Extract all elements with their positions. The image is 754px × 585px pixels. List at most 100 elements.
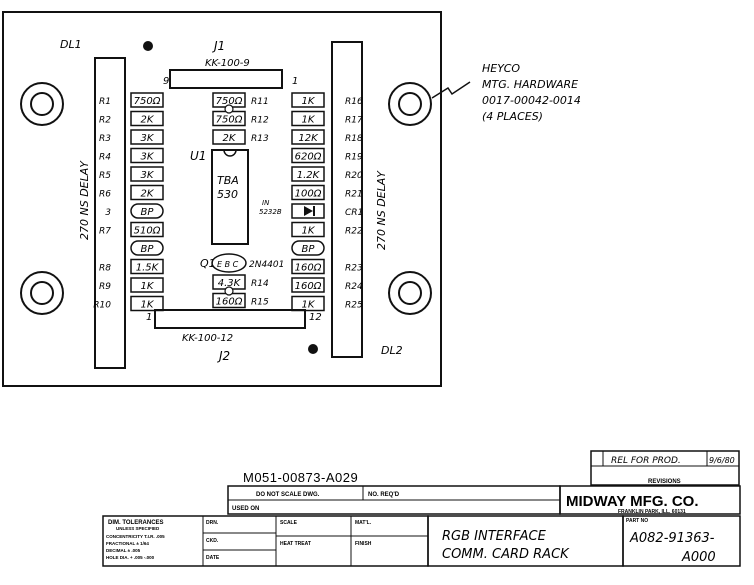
- component-value: 1K: [302, 226, 316, 237]
- finish-label: FINISH: [355, 541, 372, 547]
- component-value: 1K: [141, 300, 155, 311]
- component-value: 750Ω: [216, 96, 243, 107]
- revision-entry: REL FOR PROD.: [611, 456, 681, 466]
- test-point: [224, 286, 234, 296]
- j2-pin-left: 1: [146, 312, 152, 323]
- resistor-outline: [130, 92, 164, 108]
- resistor-outline: [130, 147, 164, 164]
- component-ref: R12: [251, 116, 269, 126]
- resistor-outline: [291, 110, 325, 127]
- component-ref: R17: [345, 116, 363, 126]
- annotation-line-3: 0017-00042-0014: [482, 94, 581, 107]
- fiducial-dot-top: [143, 41, 153, 51]
- component-value: 100Ω: [295, 189, 322, 200]
- component-value: 12K: [298, 133, 319, 144]
- j2-pin-right: 12: [309, 312, 322, 323]
- ckd-label: CKD.: [206, 538, 219, 544]
- component-value: 1K: [302, 300, 316, 311]
- component-ref: R15: [251, 298, 269, 308]
- resistor-outline: [291, 129, 325, 145]
- resistor-outline: [291, 92, 325, 108]
- component-ref: R10: [93, 301, 111, 311]
- component-value: 2K: [141, 115, 155, 126]
- component-value: BP: [302, 244, 316, 255]
- component-ref: 3: [105, 208, 111, 218]
- resistor-outline: [291, 221, 325, 238]
- component-ref: R7: [99, 227, 111, 237]
- diode-outline: [291, 203, 325, 219]
- dl1-ref: DL1: [60, 38, 82, 51]
- resistor-outline: [130, 110, 164, 127]
- component-value: 620Ω: [295, 152, 322, 163]
- dim-tol-title: DIM. TOLERANCES: [108, 520, 164, 526]
- component-ref: R4: [99, 153, 111, 163]
- no-reqd: NO. REQ'D: [368, 492, 400, 498]
- resistor-outline: [130, 277, 164, 293]
- component-3: BP 3: [105, 203, 164, 219]
- component-value: BP: [141, 207, 155, 218]
- component-ref: R8: [99, 264, 111, 274]
- tol-line-1: CONCENTRICITY T.I.R. .005: [106, 534, 165, 539]
- tol-line-3: DECIMAL ± .005: [106, 548, 141, 553]
- mounting-hole-bottom-left: [20, 271, 64, 315]
- component-r18: 12K R18: [291, 129, 363, 145]
- resistor-outline: [130, 258, 164, 275]
- component-value: 3K: [141, 133, 155, 144]
- heat-treat-label: HEAT TREAT: [280, 541, 311, 547]
- component-r23: 160Ω R23: [291, 258, 363, 275]
- component-ref: R19: [345, 153, 363, 163]
- resistor-outline: [291, 258, 325, 275]
- component-value: 750Ω: [216, 115, 243, 126]
- scale-label: SCALE: [280, 520, 298, 526]
- component-value: BP: [141, 244, 155, 255]
- company-name: MIDWAY MFG. CO.: [566, 493, 699, 510]
- transistor-body: E B C: [217, 260, 239, 269]
- component-value: 160Ω: [295, 263, 322, 274]
- component-value: 3K: [141, 170, 155, 181]
- component-cr1: CR1: [291, 203, 363, 219]
- j2-ref: J2: [217, 349, 230, 363]
- dim-tol-sub: UNLESS SPECIFIED: [116, 526, 160, 531]
- component-r8: 1.5K R8: [99, 258, 164, 275]
- drawing-ref: M051-00873-A029: [243, 470, 358, 485]
- connector-j2: [154, 309, 306, 329]
- component-value: 1.5K: [136, 263, 160, 274]
- ic-u1: [211, 149, 249, 245]
- ic-notch: [223, 149, 237, 157]
- annotation-line-1: HEYCO: [482, 62, 520, 75]
- test-point: [224, 104, 234, 114]
- dl2-label: 270 NS DELAY: [375, 170, 388, 250]
- component-r2: 2K R2: [99, 110, 164, 127]
- part-no-line-2: A000: [681, 550, 716, 565]
- component-r19: 620Ω R19: [291, 147, 363, 164]
- annotation-leader: [431, 81, 471, 99]
- annotation-line-4: (4 PLACES): [482, 110, 543, 123]
- resistor-outline: [291, 184, 325, 201]
- component-ref: R9: [99, 282, 111, 292]
- component-ref: R22: [345, 227, 363, 237]
- j1-ref: J1: [212, 39, 225, 53]
- title-line-1: RGB INTERFACE: [442, 529, 547, 544]
- component-ref: R18: [345, 134, 363, 144]
- connector-j1: [169, 69, 283, 89]
- dl2-ref: DL2: [381, 344, 403, 357]
- resistor-outline: [130, 184, 164, 201]
- component-ref: R13: [251, 134, 269, 144]
- component-value: 1K: [302, 115, 316, 126]
- ic-ref: U1: [190, 149, 206, 163]
- component-ref: R2: [99, 116, 111, 126]
- j1-type: KK-100-9: [205, 58, 250, 69]
- component-ref: R1: [99, 97, 111, 107]
- board-outline: [2, 11, 442, 387]
- component-ref: R23: [345, 264, 363, 274]
- bypass-cap-outline: [130, 240, 164, 256]
- component-ref: R20: [345, 171, 363, 181]
